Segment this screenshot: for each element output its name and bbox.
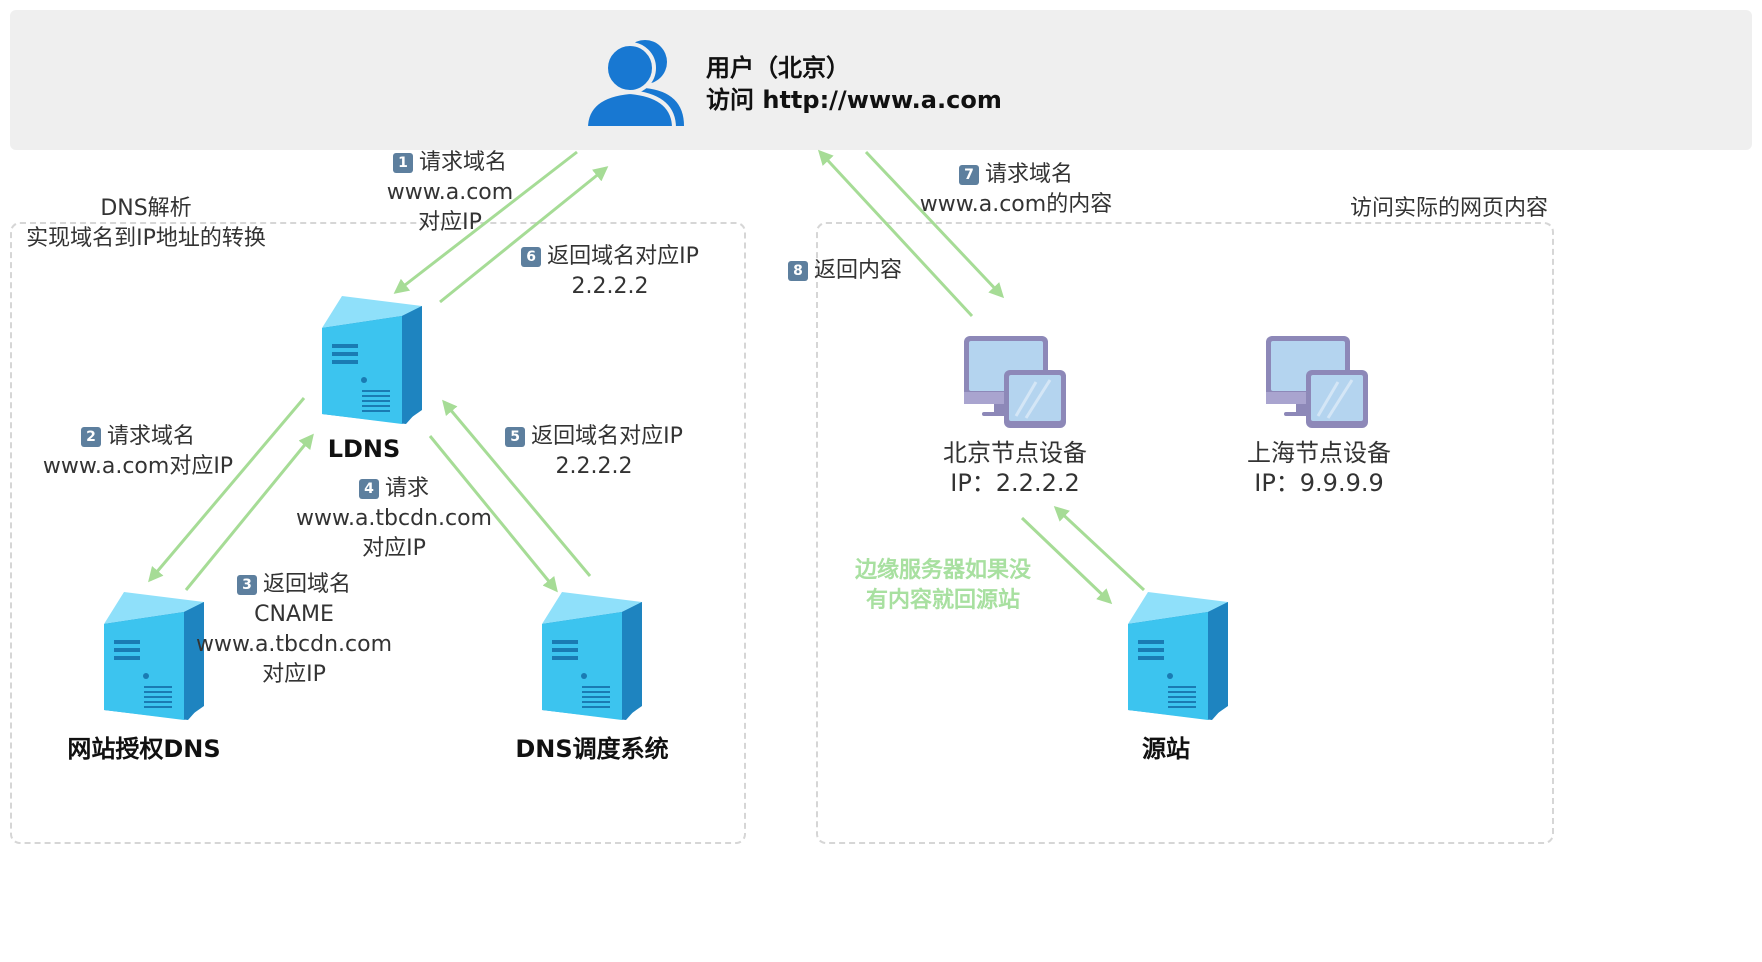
step-7-line2: www.a.com的内容: [919, 192, 1113, 217]
shanghai-device-icon: [1264, 334, 1370, 430]
step-4-badge: 4: [358, 479, 379, 499]
step-3-badge: 3: [236, 575, 257, 595]
user-banner: [10, 10, 1752, 150]
dns-region-title-line1: DNS解析: [100, 196, 192, 221]
step-5-badge: 5: [505, 427, 526, 447]
arrow-step-5: [442, 399, 592, 577]
web-content-region: [816, 222, 1554, 844]
dns-resolution-region: [10, 222, 746, 844]
arrow-step-6: [439, 166, 609, 304]
edge-fallback-note-line2: 有内容就回源站: [865, 588, 1020, 613]
edge-fallback-note-line1: 边缘服务器如果没: [854, 558, 1031, 583]
step-7-badge: 7: [958, 165, 979, 185]
beijing-device-ip: IP：2.2.2.2: [950, 469, 1080, 497]
shanghai-device-name: 上海节点设备: [1247, 439, 1391, 467]
dns-region-title-line2: 实现域名到IP地址的转换: [26, 226, 266, 251]
beijing-device-label: 北京节点设备 IP：2.2.2.2: [930, 438, 1100, 498]
step-4-line2: www.a.tbcdn.com: [295, 506, 492, 531]
beijing-device-name: 北京节点设备: [943, 439, 1087, 467]
dns-region-title: DNS解析 实现域名到IP地址的转换: [16, 194, 276, 254]
step-8-badge: 8: [788, 261, 808, 281]
step-8-line1: 返回内容: [814, 258, 903, 283]
arrow-step-2: [148, 397, 306, 583]
step-3-line1: 返回域名: [262, 572, 351, 597]
auth-dns-label: 网站授权DNS: [67, 735, 221, 763]
origin-server-icon: [1128, 592, 1228, 720]
step-6-line1: 返回域名对应IP: [547, 244, 699, 269]
step-6-line2: 2.2.2.2: [571, 274, 649, 299]
step-2-line1: 请求域名: [106, 424, 195, 449]
step-1-badge: 1: [392, 153, 413, 173]
edge-fallback-note: 边缘服务器如果没 有内容就回源站: [836, 556, 1050, 616]
origin-label: 源站: [1142, 735, 1190, 763]
shanghai-device-ip: IP：9.9.9.9: [1254, 469, 1384, 497]
step-1-line3: 对应IP: [418, 210, 482, 235]
step-5-line1: 返回域名对应IP: [531, 424, 683, 449]
arrow-step-3: [184, 433, 314, 591]
user-location: 用户（北京）: [706, 54, 850, 82]
step-8-label: 8 返回内容: [788, 256, 902, 286]
shanghai-device-label: 上海节点设备 IP：9.9.9.9: [1234, 438, 1404, 498]
step-2-line2: www.a.com对应IP: [42, 454, 234, 479]
arrow-step-7: [864, 150, 1005, 299]
step-1-line1: 请求域名: [418, 150, 507, 175]
ldns-label: LDNS: [327, 435, 401, 463]
auth-dns-server-icon: [104, 592, 204, 720]
beijing-device-icon: [962, 334, 1068, 430]
step-7-line1: 请求域名: [984, 162, 1073, 187]
dns-scheduler-label: DNS调度系统: [515, 735, 669, 763]
ldns-server-icon: [322, 296, 422, 424]
arrow-to-origin: [1020, 516, 1113, 605]
web-region-title: 访问实际的网页内容: [1349, 196, 1548, 221]
step-3-line3: www.a.tbcdn.com: [196, 632, 393, 657]
step-2-badge: 2: [80, 427, 101, 447]
step-3-line2: CNAME: [254, 602, 334, 627]
step-4-line3: 对应IP: [362, 536, 426, 561]
user-label: 用户（北京） 访问 http://www.a.com: [706, 52, 1002, 116]
step-1-line2: www.a.com: [386, 180, 514, 205]
user-icon: [583, 40, 684, 130]
step-5-line2: 2.2.2.2: [555, 454, 633, 479]
arrow-step-1: [393, 150, 578, 294]
dns-scheduler-server-icon: [542, 592, 642, 720]
step-6-badge: 6: [521, 247, 542, 267]
arrow-step-8: [817, 149, 974, 318]
arrow-from-origin: [1053, 505, 1146, 592]
step-4-line1: 请求: [384, 476, 429, 501]
arrow-step-4: [428, 435, 558, 593]
user-visit-url: 访问 http://www.a.com: [706, 86, 1002, 114]
step-3-line4: 对应IP: [262, 662, 326, 687]
